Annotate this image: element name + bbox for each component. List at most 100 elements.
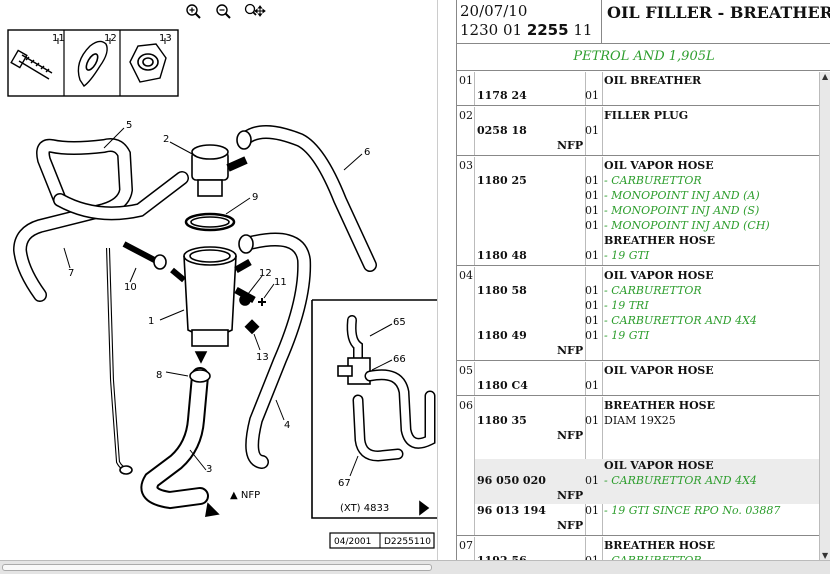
diagram-horizontal-scrollbar[interactable] bbox=[0, 560, 456, 574]
header-date: 20/07/10 bbox=[460, 2, 528, 20]
diagram-nfp-label: ▲ NFP bbox=[230, 490, 260, 501]
part-reference: 1180 35 bbox=[477, 414, 527, 427]
parts-row-04[interactable]: 04 OIL VAPOR HOSE 1180 58 01 - CARBURETTOR 01… bbox=[457, 267, 819, 361]
row-position: 05 bbox=[459, 364, 473, 377]
row-position: 01 bbox=[459, 74, 473, 87]
parts-vertical-scrollbar[interactable]: ▲ ▼ bbox=[819, 72, 830, 560]
part-name: BREATHER HOSE bbox=[604, 234, 715, 247]
scroll-up-icon[interactable]: ▲ bbox=[822, 72, 829, 81]
row-highlight bbox=[475, 489, 819, 504]
zoom-in-icon[interactable] bbox=[184, 3, 204, 19]
part-reference: 1180 48 bbox=[477, 249, 527, 262]
exploded-parts-diagram: 11 12 13 5 2 6 9 7 10 12 11 1 13 8 3 4 6… bbox=[7, 29, 437, 549]
part-quantity: 01 bbox=[585, 284, 599, 297]
part-quantity: 01 bbox=[585, 504, 599, 517]
part-variant: - 19 GTI SINCE RPO No. 03887 bbox=[604, 504, 781, 517]
part-quantity: 01 bbox=[585, 474, 599, 487]
nfp-flag: NFP bbox=[557, 489, 584, 502]
stamp-date: 04/2001 bbox=[334, 537, 371, 547]
header-dates: 20/07/10 1230 01 2255 11 bbox=[457, 0, 602, 44]
zoom-out-icon[interactable] bbox=[214, 3, 234, 19]
part-variant: - MONOPOINT INJ AND (A) bbox=[604, 189, 760, 202]
part-reference: 0258 18 bbox=[477, 124, 527, 137]
part-quantity: 01 bbox=[585, 249, 599, 262]
part-quantity: 01 bbox=[585, 89, 599, 102]
part-quantity: 01 bbox=[585, 204, 599, 217]
scroll-down-icon[interactable]: ▼ bbox=[822, 551, 829, 560]
part-variant: - 19 GTI bbox=[604, 249, 650, 262]
code-suffix: 11 bbox=[573, 21, 593, 39]
callout-9: 9 bbox=[252, 192, 258, 203]
callout-66: 66 bbox=[393, 354, 406, 365]
row-position: 03 bbox=[459, 159, 473, 172]
part-quantity: 01 bbox=[585, 379, 599, 392]
part-quantity: 01 bbox=[585, 174, 599, 187]
callout-3: 3 bbox=[206, 464, 212, 475]
nfp-flag: NFP bbox=[557, 429, 584, 442]
bolt-part bbox=[10, 49, 53, 80]
callout-11-box: 11 bbox=[52, 33, 65, 44]
code-bold: 2255 bbox=[526, 21, 569, 39]
nfp-flag: NFP bbox=[557, 139, 584, 152]
status-bar bbox=[456, 560, 830, 574]
part-name: OIL VAPOR HOSE bbox=[604, 159, 714, 172]
part-variant: - CARBURETTOR bbox=[604, 174, 702, 187]
callout-67: 67 bbox=[338, 478, 351, 489]
parts-header: 20/07/10 1230 01 2255 11 OIL FILLER - BR… bbox=[457, 0, 830, 44]
parts-row-05[interactable]: 05 OIL VAPOR HOSE 1180 C4 01 bbox=[457, 362, 819, 396]
part-variant: - 19 GTI bbox=[604, 329, 650, 342]
part-variant: - MONOPOINT INJ AND (S) bbox=[604, 204, 760, 217]
nfp-flag: NFP bbox=[557, 519, 584, 532]
part-quantity: 01 bbox=[585, 219, 599, 232]
part-reference: 1180 49 bbox=[477, 329, 527, 342]
part-name: OIL VAPOR HOSE bbox=[604, 459, 714, 472]
callout-11: 11 bbox=[274, 277, 287, 288]
part-variant: DIAM 19X25 bbox=[604, 414, 676, 427]
header-code: 1230 01 2255 11 bbox=[460, 21, 601, 40]
part-quantity: 01 bbox=[585, 124, 599, 137]
part-name: FILLER PLUG bbox=[604, 109, 689, 122]
parts-list-pane: 20/07/10 1230 01 2255 11 OIL FILLER - BR… bbox=[456, 0, 830, 574]
callout-13: 13 bbox=[256, 352, 269, 363]
part-name: OIL VAPOR HOSE bbox=[604, 269, 714, 282]
row-position: 02 bbox=[459, 109, 473, 122]
part-name: OIL VAPOR HOSE bbox=[604, 364, 714, 377]
part-quantity: 01 bbox=[585, 414, 599, 427]
scrollbar-thumb[interactable] bbox=[2, 564, 432, 571]
row-position: 04 bbox=[459, 269, 473, 282]
part-reference: 96 050 020 bbox=[477, 474, 546, 487]
row-highlight bbox=[475, 459, 819, 474]
callout-65: 65 bbox=[393, 317, 406, 328]
code-prefix: 1230 01 bbox=[460, 21, 523, 39]
part-name: BREATHER HOSE bbox=[604, 399, 715, 412]
row-highlight bbox=[475, 474, 819, 489]
callout-10: 10 bbox=[124, 282, 137, 293]
stamp-ref: D2255110 bbox=[384, 537, 431, 547]
callout-5: 5 bbox=[126, 120, 132, 131]
part-reference: 1178 24 bbox=[477, 89, 527, 102]
callout-12: 12 bbox=[259, 268, 272, 279]
callout-4: 4 bbox=[284, 420, 290, 431]
part-reference: 96 013 194 bbox=[477, 504, 546, 517]
part-variant: - CARBURETTOR bbox=[604, 284, 702, 297]
part-reference: 1180 58 bbox=[477, 284, 527, 297]
part-reference: 1180 C4 bbox=[477, 379, 528, 392]
zoom-toolbar bbox=[184, 3, 266, 21]
part-name: BREATHER HOSE bbox=[604, 539, 715, 552]
row-position: 06 bbox=[459, 399, 473, 412]
callout-13-box: 13 bbox=[159, 33, 172, 44]
part-variant: - CARBURETTOR AND 4X4 bbox=[604, 474, 757, 487]
callout-2: 2 bbox=[163, 134, 169, 145]
part-quantity: 01 bbox=[585, 314, 599, 327]
pane-divider[interactable] bbox=[437, 0, 448, 560]
callout-6: 6 bbox=[364, 147, 370, 158]
part-quantity: 01 bbox=[585, 329, 599, 342]
part-quantity: 01 bbox=[585, 299, 599, 312]
part-variant: - 19 TRI bbox=[604, 299, 649, 312]
zoom-pan-icon[interactable] bbox=[244, 3, 266, 19]
diagram-pane: 11 12 13 5 2 6 9 7 10 12 11 1 13 8 3 4 6… bbox=[7, 0, 448, 560]
